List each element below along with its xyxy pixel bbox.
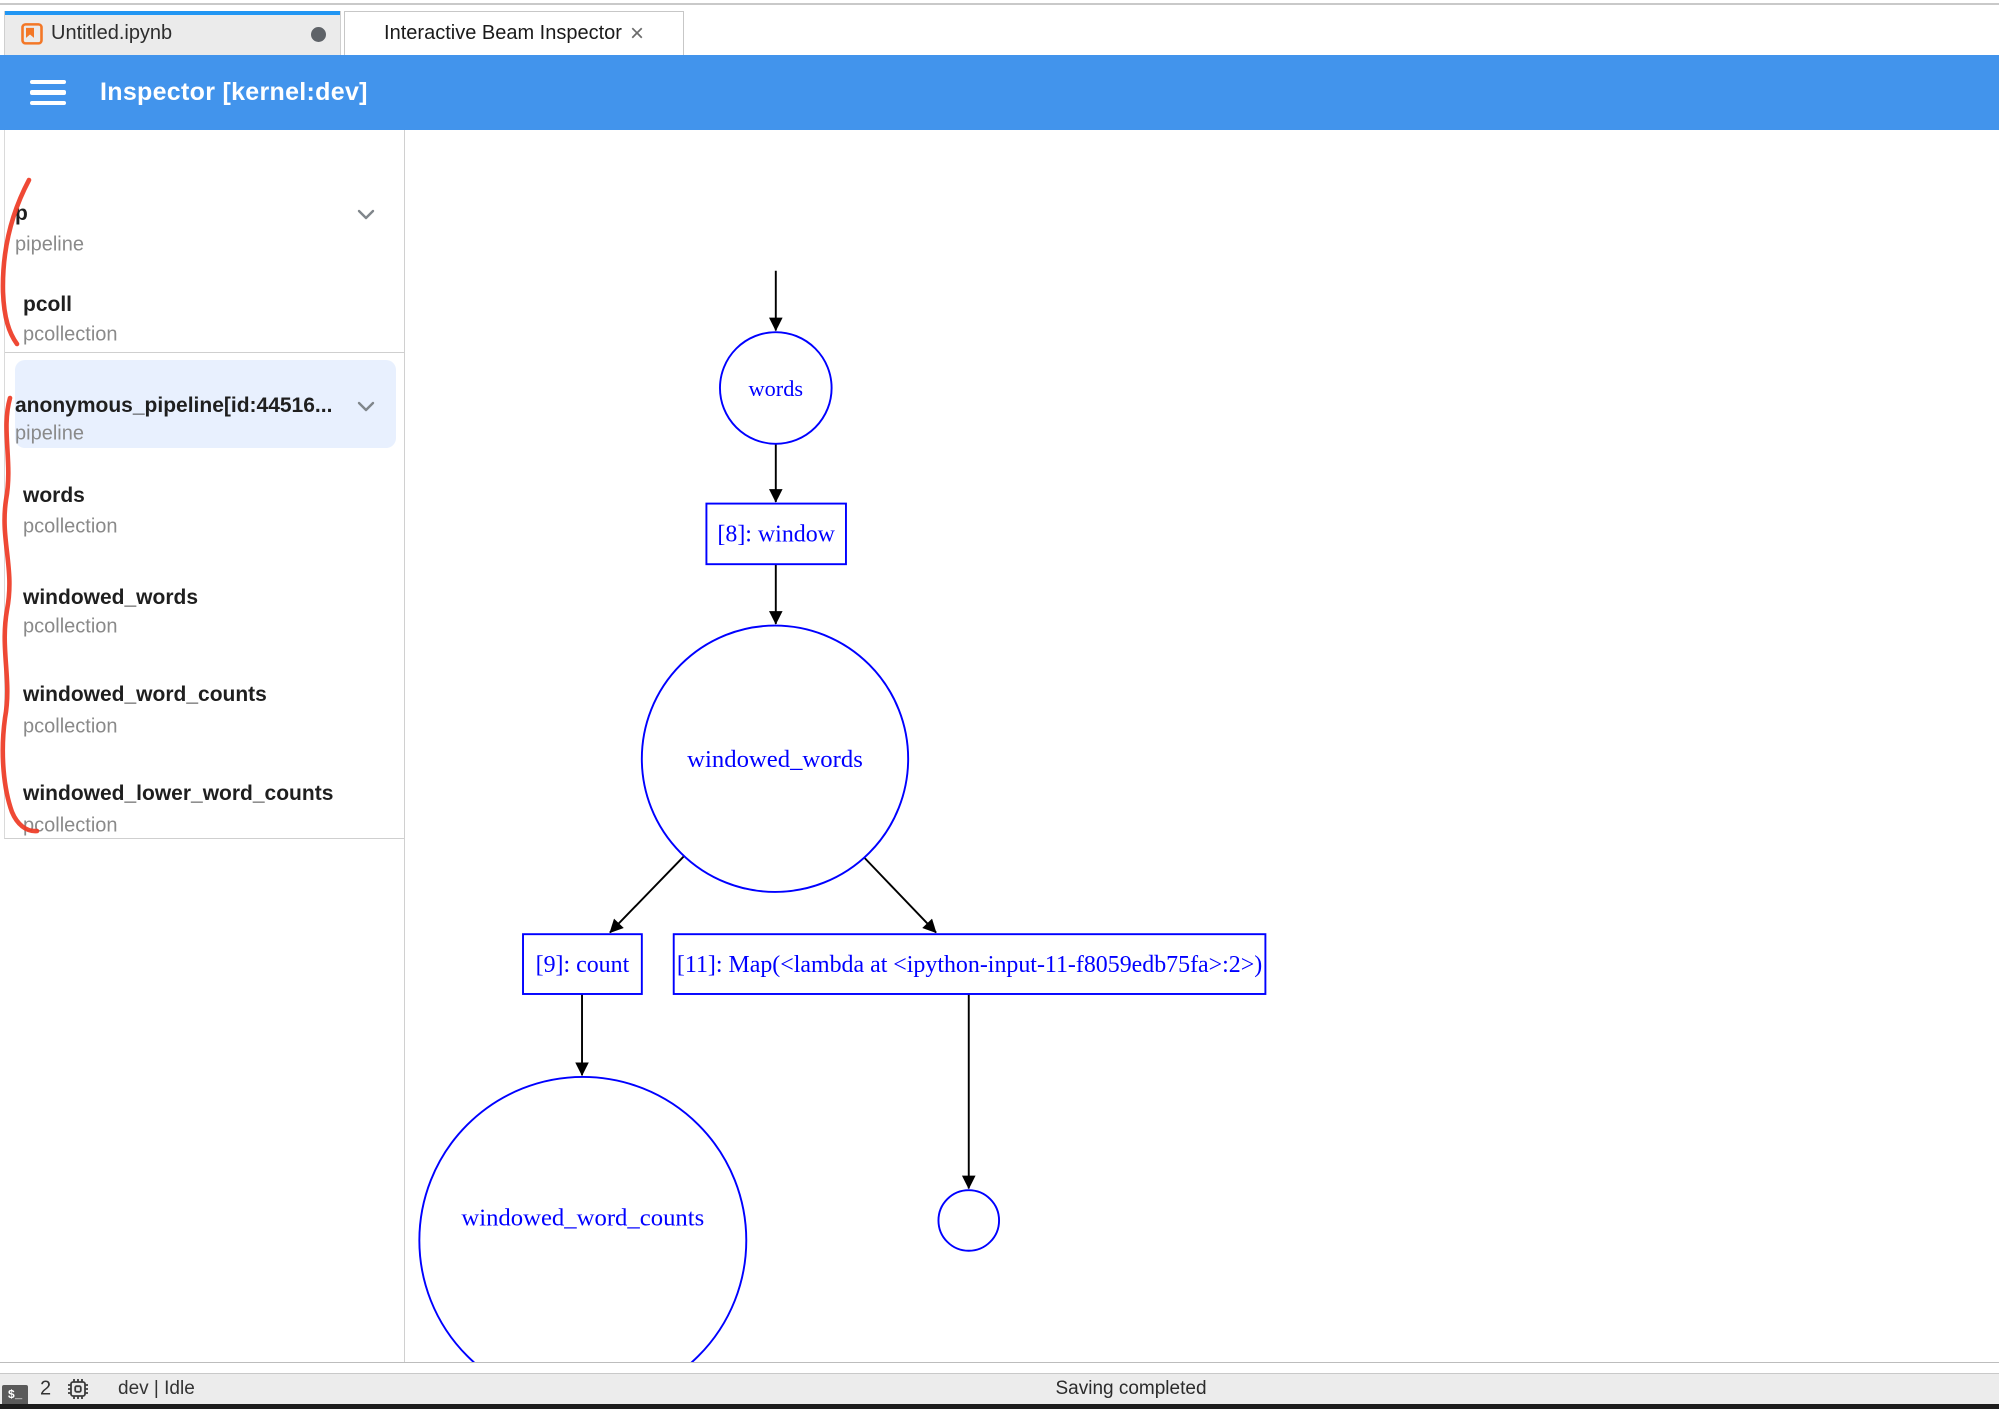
sidebar-item-pcoll[interactable]: pcoll — [23, 293, 73, 316]
graph-node-output_pcoll[interactable] — [937, 1189, 1001, 1252]
sidebar-item-windowed_words[interactable]: windowed_words — [23, 586, 199, 609]
graph-node-window_transform[interactable] — [705, 502, 847, 566]
terminal-icon[interactable]: $_ — [2, 1385, 28, 1406]
edge-windowed_words-to-count_transform — [609, 855, 685, 934]
notebook-icon — [21, 23, 43, 45]
sidebar-item-type: pcollection — [23, 515, 118, 538]
sidebar-item-type: pcollection — [23, 323, 118, 346]
chevron-down-icon[interactable] — [352, 392, 380, 420]
sidebar-item-type: pipeline — [15, 233, 84, 256]
sidebar-item-type: pipeline — [15, 422, 84, 445]
sidebar-item-type: pcollection — [23, 615, 118, 638]
graph-node-label-window_transform: [8]: window — [717, 522, 835, 548]
graph-node-label-words: words — [749, 376, 804, 401]
main-tab-bar: Untitled.ipynb Interactive Beam Inspecto… — [0, 0, 1999, 55]
pipeline-sidebar: p pipeline pcoll pcollection anonymous_pipel… — [0, 130, 405, 1362]
sidebar-item-windowed_word_counts[interactable]: windowed_word_counts — [23, 683, 267, 706]
unsaved-changes-dot — [311, 27, 326, 42]
window-bottom-edge — [0, 1404, 1999, 1409]
sidebar-item-words[interactable]: words — [23, 484, 85, 507]
edge-windowed_words-to-map_transform — [863, 856, 937, 934]
graph-node-label-map_transform: [11]: Map(<lambda at <ipython-input-11-f… — [677, 952, 1262, 978]
selected-item-highlight — [15, 360, 396, 448]
graph-node-words[interactable] — [719, 331, 833, 445]
pipeline-list-card — [4, 130, 405, 839]
terminal-count: 2 — [40, 1377, 52, 1400]
section-divider — [5, 352, 405, 353]
graph-node-label-windowed_word_counts: windowed_word_counts — [461, 1205, 704, 1232]
save-status-message: Saving completed — [1055, 1378, 1207, 1399]
sidebar-item-windowed_lower_word_counts[interactable]: windowed_lower_word_counts — [23, 782, 334, 805]
graph-node-label-count_transform: [9]: count — [536, 952, 630, 978]
pipeline-dag: words [8]: window windowed_words [9]: count… — [418, 270, 1267, 1362]
status-bar: $_ 2 dev | Idle Saving completed — [0, 1373, 1999, 1406]
graph-node-count_transform[interactable] — [522, 933, 643, 995]
tab-label: Untitled.ipynb — [51, 21, 173, 44]
tab-beam-inspector[interactable]: Interactive Beam Inspector × — [344, 11, 684, 55]
sidebar-item-anonymous_pipeline-id-44516-[interactable]: anonymous_pipeline[id:44516... — [15, 394, 333, 417]
sidebar-item-type: pcollection — [23, 715, 118, 738]
kernel-icon[interactable] — [66, 1377, 90, 1401]
inspector-app-bar: Inspector [kernel:dev] — [0, 55, 1999, 130]
graph-node-label-windowed_words: windowed_words — [687, 746, 863, 773]
graph-node-windowed_words[interactable] — [640, 624, 910, 893]
active-tab-accent — [5, 11, 340, 15]
chevron-down-icon[interactable] — [352, 200, 380, 228]
graph-node-map_transform[interactable] — [672, 933, 1267, 995]
kernel-status[interactable]: dev | Idle — [118, 1378, 195, 1399]
content-bottom-border — [0, 1362, 1999, 1363]
tab-label: Interactive Beam Inspector — [384, 22, 622, 44]
sidebar-item-p[interactable]: p — [15, 202, 28, 225]
graph-node-windowed_word_counts[interactable] — [418, 1076, 748, 1362]
top-divider — [0, 3, 1999, 5]
inspector-title: Inspector [kernel:dev] — [100, 77, 368, 106]
tab-untitled-notebook[interactable]: Untitled.ipynb — [4, 11, 341, 55]
hamburger-icon[interactable] — [30, 78, 66, 108]
sidebar-item-type: pcollection — [23, 814, 118, 837]
close-icon[interactable]: × — [629, 19, 644, 47]
pipeline-graph-panel: words [8]: window windowed_words [9]: count… — [405, 130, 1999, 1362]
